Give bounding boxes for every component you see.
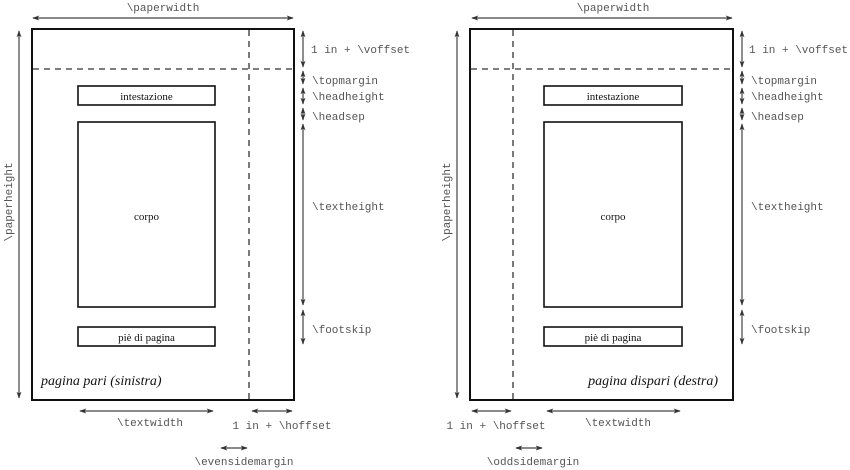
odd-footer-label: piè di pagina [585,332,642,344]
odd-footer-box [543,326,683,347]
odd-textwidth-label: \textwidth [585,418,651,430]
even-paperwidth-label: \paperwidth [127,3,200,15]
odd-hoffset-label: 1 in + \hoffset [446,421,545,433]
odd-topmargin-label: \topmargin [751,76,817,88]
even-footer-label: piè di pagina [118,332,175,344]
even-body-label: corpo [134,211,160,223]
even-page-diagram: \paperwidth intestazione corpo piè di pa… [4,3,410,469]
even-header-box [77,85,216,106]
even-textwidth-label: \textwidth [117,418,183,430]
even-header-label: intestazione [120,91,173,103]
odd-headheight-label: \headheight [751,92,824,104]
even-footer-box [77,326,216,347]
even-textheight-label: \textheight [312,202,385,214]
even-body-box [77,121,216,308]
odd-body-box [543,121,683,308]
odd-sidemargin-label: \oddsidemargin [487,457,579,469]
even-sidemargin-label: \evensidemargin [194,457,293,469]
even-topmargin-label: \topmargin [312,76,378,88]
odd-body-label: corpo [600,211,626,223]
odd-header-label: intestazione [587,91,640,103]
even-paperheight-label: \paperheight [4,162,16,241]
odd-header-box [543,85,683,106]
even-hoffset-label: 1 in + \hoffset [232,421,331,433]
odd-textheight-label: \textheight [751,202,824,214]
even-headsep-label: \headsep [312,112,365,124]
odd-page-caption: pagina dispari (destra) [587,374,718,389]
even-headheight-label: \headheight [312,92,385,104]
even-voffset-label: 1 in + \voffset [311,45,410,57]
odd-paperwidth-label: \paperwidth [577,3,650,15]
even-footskip-label: \footskip [312,325,371,337]
even-page-caption: pagina pari (sinistra) [40,374,162,389]
odd-headsep-label: \headsep [751,112,804,124]
odd-footskip-label: \footskip [751,325,810,337]
odd-voffset-label: 1 in + \voffset [749,45,848,57]
odd-paperheight-label: \paperheight [442,162,454,241]
odd-page-diagram: \paperwidth intestazione corpo piè di pa… [442,3,848,469]
